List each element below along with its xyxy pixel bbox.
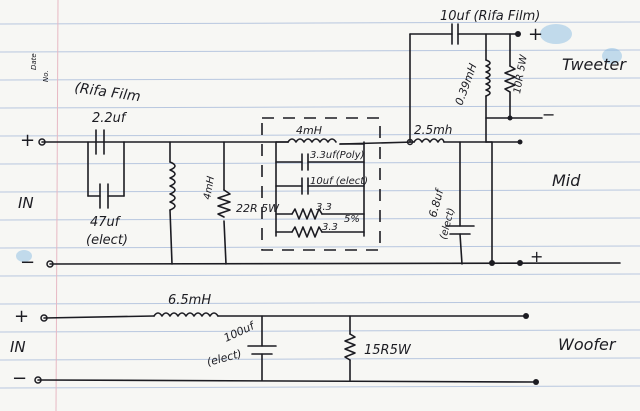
tweeter-crossover (409, 23, 543, 145)
mid-minus-sign: − (20, 252, 35, 273)
mid-out-plus-terminal (517, 260, 523, 266)
woofer-plus-sign: + (14, 306, 29, 327)
mid-plus-sign: + (20, 130, 35, 151)
mid-out-plus-sign: + (530, 247, 543, 266)
tweeter-plus-terminal (515, 31, 521, 37)
woofer-input-plus-terminal (40, 314, 48, 322)
tweeter-resistor-label: 10R 5W (512, 53, 530, 95)
tweeter-resistor (504, 65, 516, 93)
film-note: (Rifa Film (73, 80, 141, 105)
tweeter-cap-label: 10uf (Rifa Film) (440, 9, 540, 24)
series-inductor-2m5 (413, 138, 445, 143)
parallel-capacitor-47u (87, 141, 125, 209)
woofer-speaker-label: Woofer (558, 335, 617, 354)
woofer-minus-terminal (533, 379, 539, 385)
ink-smudge (540, 24, 572, 44)
tweeter-inductor-label: 0.39mH (453, 62, 480, 107)
box-cap-poly-label: 3.3uf(Poly) (310, 150, 364, 161)
woofer-resistor (344, 333, 356, 361)
shunt-inductor-4mh (169, 141, 176, 265)
no-label: No. (42, 70, 50, 82)
woofer-resistor-label: 15R5W (364, 343, 412, 358)
box-res-1-label: 3.3 (316, 202, 332, 213)
woofer-inductor-label: 6.5mH (168, 293, 211, 308)
woofer-crossover (34, 312, 539, 385)
tweeter-speaker-label: Tweeter (562, 55, 627, 74)
mid-input-label: IN (18, 194, 34, 212)
box-percent-label: 5% (344, 214, 360, 225)
cap-2u2-label: 2.2uf (92, 111, 128, 126)
box-res-2-label: 3.3 (322, 222, 338, 233)
tweeter-minus-terminal (507, 115, 513, 121)
cap-47u-label: 47uf (90, 215, 122, 230)
shunt-resistor-label: 22R 5W (236, 202, 280, 215)
shunt-capacitor-6u8 (445, 141, 475, 265)
woofer-minus-sign: − (12, 368, 27, 389)
box-resistor-2 (275, 226, 365, 238)
ink-smudge (16, 250, 32, 262)
woofer-input-minus-terminal (34, 376, 42, 384)
mid-speaker-label: Mid (552, 171, 581, 190)
box-capacitor-elect (275, 177, 365, 195)
second-inductor-label: 2.5mh (414, 123, 452, 137)
ink-smudge (602, 48, 622, 64)
woofer-plus-terminal (523, 313, 529, 319)
mid-out-minus-terminal (489, 260, 495, 266)
woofer-inductor-6m5 (153, 312, 219, 317)
mid-input-minus-terminal (46, 260, 54, 268)
woofer-cap-note: (elect) (205, 347, 243, 369)
shunt-inductor-label: 4mH (202, 175, 217, 201)
box-resistor-1 (275, 208, 365, 220)
series-capacitor-2u2 (95, 129, 125, 155)
tweeter-inductor (485, 59, 491, 97)
series-inductor-4mh (287, 138, 337, 143)
shunt-cap-note: (elect) (438, 207, 457, 241)
paper-header: Date No. (30, 53, 50, 82)
shunt-resistor-22r (217, 141, 231, 265)
woofer-cap-label: 100uf (222, 319, 258, 345)
woofer-input-label: IN (10, 338, 26, 356)
series-inductor-label: 4mH (296, 124, 322, 137)
tweeter-plus-sign: + (528, 24, 543, 45)
cap-47u-note: (elect) (86, 233, 128, 248)
mid-crossover (38, 117, 621, 268)
box-capacitor-poly (275, 153, 365, 171)
mid-input-plus-terminal (38, 138, 46, 146)
date-label: Date (30, 53, 38, 70)
tweeter-minus-sign: − (542, 105, 555, 124)
box-cap-elect-label: 10uf (elect) (310, 176, 368, 187)
